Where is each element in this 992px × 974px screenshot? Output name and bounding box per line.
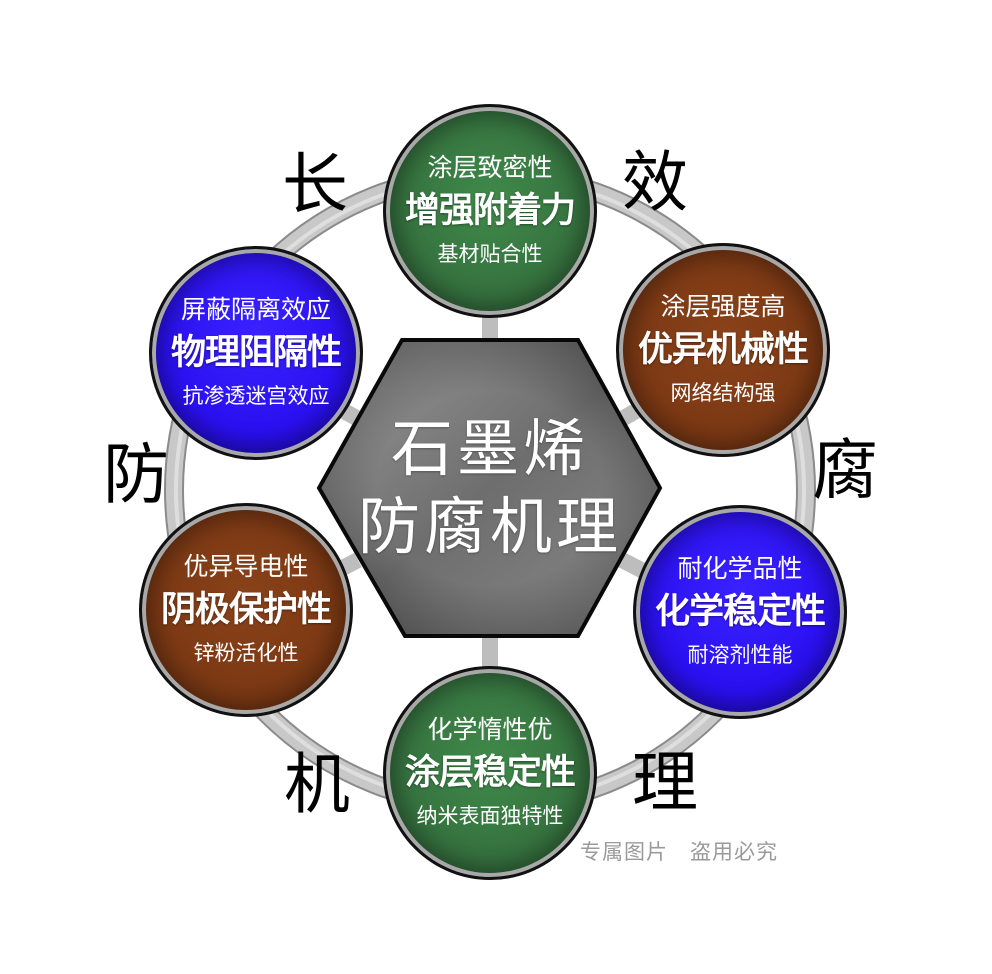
node-lower-left-line2: 阴极保护性 [160,589,332,630]
node-lower-right: 耐化学品性 化学稳定性 耐溶剂性能 [633,505,847,719]
node-upper-left: 屏蔽隔离效应 物理阻隔性 抗渗透迷宫效应 [149,246,363,460]
title-line-2: 防腐机理 [357,490,622,563]
corner-char-left: 防 [103,436,169,513]
node-lower-right-line1: 耐化学品性 [677,554,803,583]
corner-char-top-left: 长 [282,146,348,223]
node-upper-right-line2: 优异机械性 [637,329,809,370]
node-top-line1: 涂层致密性 [427,153,553,182]
node-upper-right-line3: 网络结构强 [670,381,776,405]
node-bottom-line1: 化学惰性优 [427,715,553,744]
node-lower-left: 优异导电性 阴极保护性 锌粉活化性 [139,503,353,717]
node-upper-left-line3: 抗渗透迷宫效应 [182,384,330,408]
node-bottom: 化学惰性优 涂层稳定性 纳米表面独特性 [383,666,597,880]
node-bottom-line2: 涂层稳定性 [404,752,576,793]
title-line-1: 石墨烯 [390,412,589,485]
corner-char-bottom-left: 机 [284,746,350,823]
node-top-line2: 增强附着力 [404,190,576,231]
corner-char-top-right: 效 [622,144,688,221]
node-upper-right-line1: 涂层强度高 [660,292,786,321]
node-lower-right-line3: 耐溶剂性能 [687,643,793,667]
corner-char-bottom-right: 理 [632,744,698,821]
node-top-line3: 基材贴合性 [437,242,543,266]
node-bottom-line3: 纳米表面独特性 [416,804,564,828]
node-lower-left-line1: 优异导电性 [183,552,309,581]
corner-char-right: 腐 [812,432,878,509]
node-upper-left-line1: 屏蔽隔离效应 [180,295,331,324]
node-upper-left-line2: 物理阻隔性 [170,332,342,373]
node-lower-left-line3: 锌粉活化性 [193,641,299,665]
node-top: 涂层致密性 增强附着力 基材贴合性 [383,104,597,318]
node-upper-right: 涂层强度高 优异机械性 网络结构强 [616,243,830,457]
node-lower-right-line2: 化学稳定性 [654,591,826,632]
watermark-text: 专属图片 盗用必究 [580,840,778,864]
hexagon-title: 石墨烯 防腐机理 [320,410,660,566]
